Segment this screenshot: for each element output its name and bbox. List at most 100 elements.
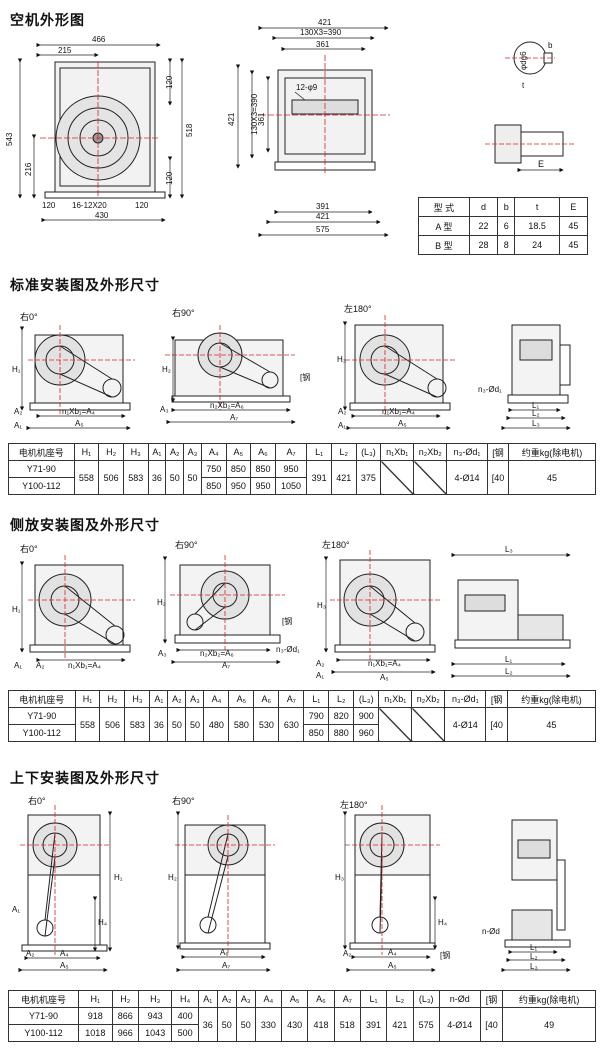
table-cell: 558 bbox=[74, 707, 101, 742]
std-A5-3: A₅ bbox=[398, 419, 407, 428]
table-cell: A₁ bbox=[197, 990, 218, 1008]
shaft-detail bbox=[485, 41, 575, 173]
table-cell: 6 bbox=[497, 216, 516, 236]
table-cell: [40 bbox=[486, 460, 510, 495]
side-A3: A₃ bbox=[158, 649, 167, 658]
table-row: Y100-112 1018 966 1043 500 bbox=[7, 1024, 596, 1042]
std-A1-3: A₁ bbox=[338, 421, 346, 430]
shaft-t: t bbox=[522, 81, 525, 90]
table-cell: A₁ bbox=[149, 690, 169, 708]
table-cell: 8 bbox=[497, 235, 516, 255]
table-cell: L₁ bbox=[306, 443, 332, 461]
side-view-right0 bbox=[19, 555, 135, 663]
section-title-standard: 标准安装图及外形尺寸 bbox=[10, 277, 160, 293]
dim-543: 543 bbox=[5, 132, 14, 146]
table-cell: H₁ bbox=[74, 690, 101, 708]
table-cell: 950 bbox=[225, 477, 252, 495]
side-L3: L₃ bbox=[505, 545, 513, 554]
table-header-row: 电机机座号 H₁ H₂ H₃ H₄ A₁ A₂ A₃ A₄ A₅ A₆ A₇ L… bbox=[7, 990, 596, 1008]
dim-216: 216 bbox=[24, 162, 33, 176]
table-row: Y71-90 558 506 583 36 50 50 750 850 850 … bbox=[8, 460, 596, 495]
side-A7: A₇ bbox=[222, 661, 230, 670]
std-H2: H₂ bbox=[162, 365, 171, 374]
dim-466: 466 bbox=[92, 35, 106, 44]
table-cell: [钢 bbox=[479, 990, 504, 1008]
side-bolt: n₃-Ød₁ bbox=[276, 645, 300, 654]
table-cell: [40 bbox=[479, 1007, 504, 1042]
table-cell: 约重kg(除电机) bbox=[506, 690, 597, 708]
table-cell: A₄ bbox=[254, 990, 283, 1008]
table-cell: [钢 bbox=[486, 443, 510, 461]
dim-518: 518 bbox=[185, 123, 194, 137]
table-cell-empty bbox=[380, 460, 415, 495]
table-cell: L₁ bbox=[303, 690, 330, 708]
table-cell: 820 bbox=[328, 707, 355, 725]
table-cell: E bbox=[558, 197, 589, 217]
ud-L2: L₂ bbox=[530, 952, 538, 961]
table-cell: 型 式 bbox=[418, 197, 470, 217]
table-cell: 50 bbox=[185, 707, 205, 742]
table-cell: L₂ bbox=[330, 443, 357, 461]
table-cell: n-Ød bbox=[438, 990, 481, 1008]
dim-120-right: 120 bbox=[135, 201, 149, 210]
table-cell: L₂ bbox=[328, 690, 355, 708]
std-L3: L₃ bbox=[532, 419, 540, 428]
table-cell: L₁ bbox=[359, 990, 388, 1008]
table-cell: Y71-90 bbox=[7, 1007, 80, 1025]
table-row: Y71-90 918 866 943 400 36 50 50 330 430 … bbox=[7, 1007, 596, 1042]
std-n2: n₂Xb₂=A₆ bbox=[210, 401, 244, 410]
table-cell: n₁Xb₁ bbox=[378, 690, 413, 708]
table-cell: 506 bbox=[99, 707, 126, 742]
standard-spec-table: 电机机座号 H₁ H₂ H₃ A₁ A₂ A₃ A₄ A₅ A₆ A₇ L₁ L… bbox=[8, 443, 596, 495]
dim-130x3-390: 130X3=390 bbox=[300, 28, 342, 37]
table-cell: 4-Ø14 bbox=[446, 460, 488, 495]
table-cell: H₁ bbox=[78, 990, 113, 1008]
side-A2-1: A₂ bbox=[36, 661, 44, 670]
table-cell: L₂ bbox=[386, 990, 414, 1008]
table-header-row: 电机机座号 H₁ H₂ H₃ A₁ A₂ A₃ A₄ A₅ A₆ A₇ L₁ L… bbox=[8, 443, 596, 461]
table-cell: [钢 bbox=[485, 690, 508, 708]
table-cell: H₂ bbox=[111, 990, 139, 1008]
table-cell: 950 bbox=[274, 460, 308, 478]
std-A3: A₃ bbox=[160, 405, 169, 414]
dim-120-left: 120 bbox=[42, 201, 56, 210]
table-cell: 900 bbox=[353, 707, 380, 725]
table-cell: 45 bbox=[506, 707, 597, 742]
table-cell: H₂ bbox=[98, 443, 124, 461]
table-cell: 50 bbox=[235, 1007, 256, 1042]
table-cell: 50 bbox=[167, 707, 187, 742]
table-cell: d bbox=[468, 197, 499, 217]
side-L2: L₂ bbox=[505, 667, 513, 676]
table-cell: 4-Ø14 bbox=[444, 707, 487, 742]
table-cell: Y100-112 bbox=[8, 477, 75, 495]
table-cell: 22 bbox=[468, 216, 499, 236]
side-A5-3: A₅ bbox=[380, 673, 389, 682]
table-cell: 约重kg(除电机) bbox=[502, 990, 596, 1008]
ud-A4-3: A₄ bbox=[388, 948, 397, 957]
table-cell: 36 bbox=[149, 707, 169, 742]
table-cell: A₃ bbox=[185, 690, 205, 708]
table-row: B 型 28 8 24 45 bbox=[418, 235, 589, 255]
table-cell: 45 bbox=[558, 235, 589, 255]
table-cell: 45 bbox=[558, 216, 589, 236]
table-cell: (L₃) bbox=[353, 690, 380, 708]
ud-A7: A₇ bbox=[222, 961, 230, 970]
table-cell: A₇ bbox=[274, 443, 308, 461]
std-L1: L₁ bbox=[532, 401, 539, 410]
side-view-label-3: 左180° bbox=[322, 539, 350, 550]
table-cell: 790 bbox=[303, 707, 330, 725]
std-view-label-1: 右0° bbox=[20, 311, 38, 322]
std-A7: A₇ bbox=[230, 413, 238, 422]
std-A2-1: A₂ bbox=[14, 407, 22, 416]
std-steel: [钢 bbox=[300, 372, 310, 382]
table-cell: Y100-112 bbox=[7, 1024, 80, 1042]
side-view-label-1: 右0° bbox=[20, 543, 38, 554]
table-cell: 约重kg(除电机) bbox=[508, 443, 596, 461]
table-cell: 45 bbox=[508, 460, 596, 495]
table-cell: A₇ bbox=[278, 690, 305, 708]
table-cell-empty bbox=[413, 460, 448, 495]
dim-v390: 130X3=390 bbox=[250, 93, 259, 135]
table-cell: A₂ bbox=[165, 443, 185, 461]
ud-L3: L₃ bbox=[530, 962, 538, 971]
table-cell: b bbox=[497, 197, 516, 217]
